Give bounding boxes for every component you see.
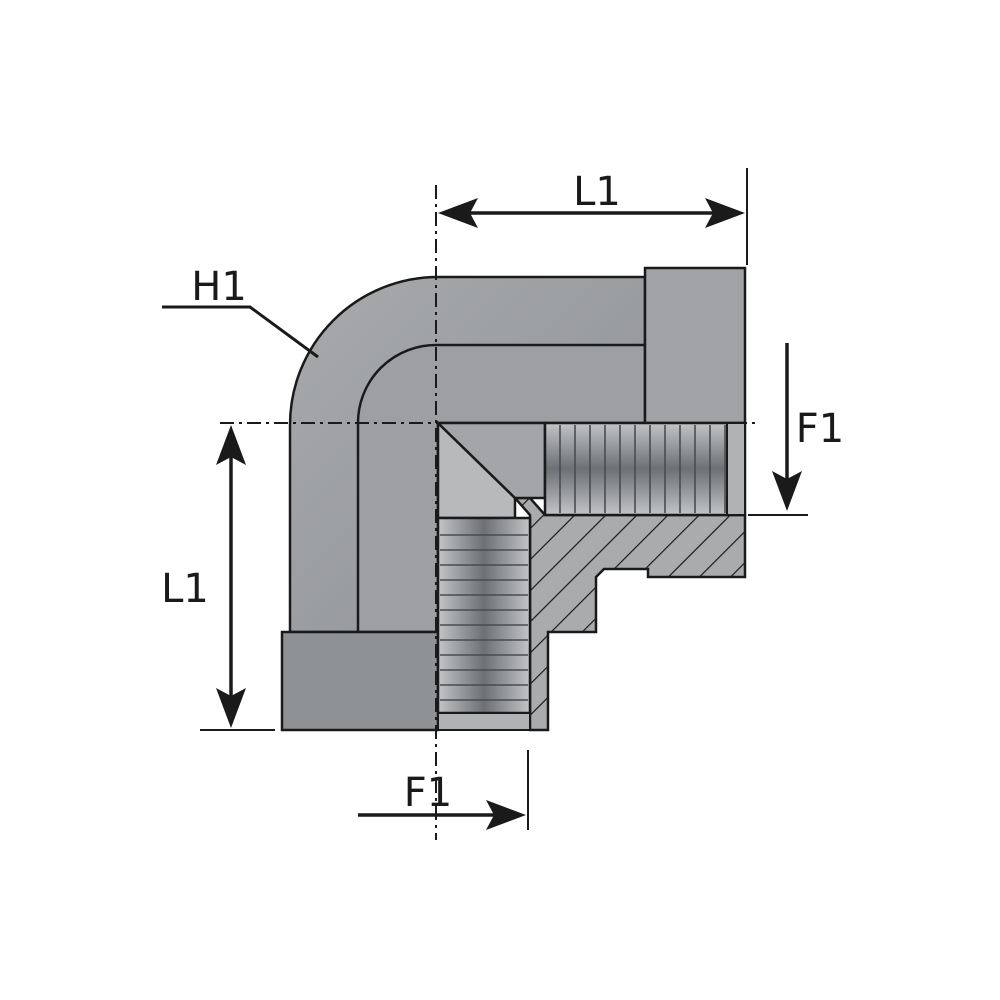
section-hatch	[512, 496, 747, 732]
label-f1-right: F1	[796, 406, 844, 452]
label-f1-bottom: F1	[404, 770, 452, 816]
label-l1-left: L1	[161, 566, 209, 612]
right-socket-head	[643, 266, 747, 425]
h1-leader	[162, 305, 319, 359]
label-l1-top: L1	[573, 169, 621, 215]
extension-lines	[200, 168, 808, 830]
bottom-socket-head	[280, 630, 440, 732]
dimension-l1-left	[216, 425, 246, 728]
dimension-l1-top	[438, 198, 745, 228]
right-thread-lines	[559, 425, 726, 513]
label-h1: H1	[191, 264, 247, 310]
right-port-chamfer	[726, 422, 746, 516]
elbow-inner-band	[356, 343, 647, 634]
bottom-port-chamfer	[437, 712, 531, 731]
dimension-f1-right	[772, 343, 802, 511]
centerlines	[220, 185, 760, 840]
bottom-port-thread	[436, 516, 532, 715]
bottom-thread-lines	[440, 534, 528, 701]
dimension-f1-bottom	[358, 800, 526, 830]
